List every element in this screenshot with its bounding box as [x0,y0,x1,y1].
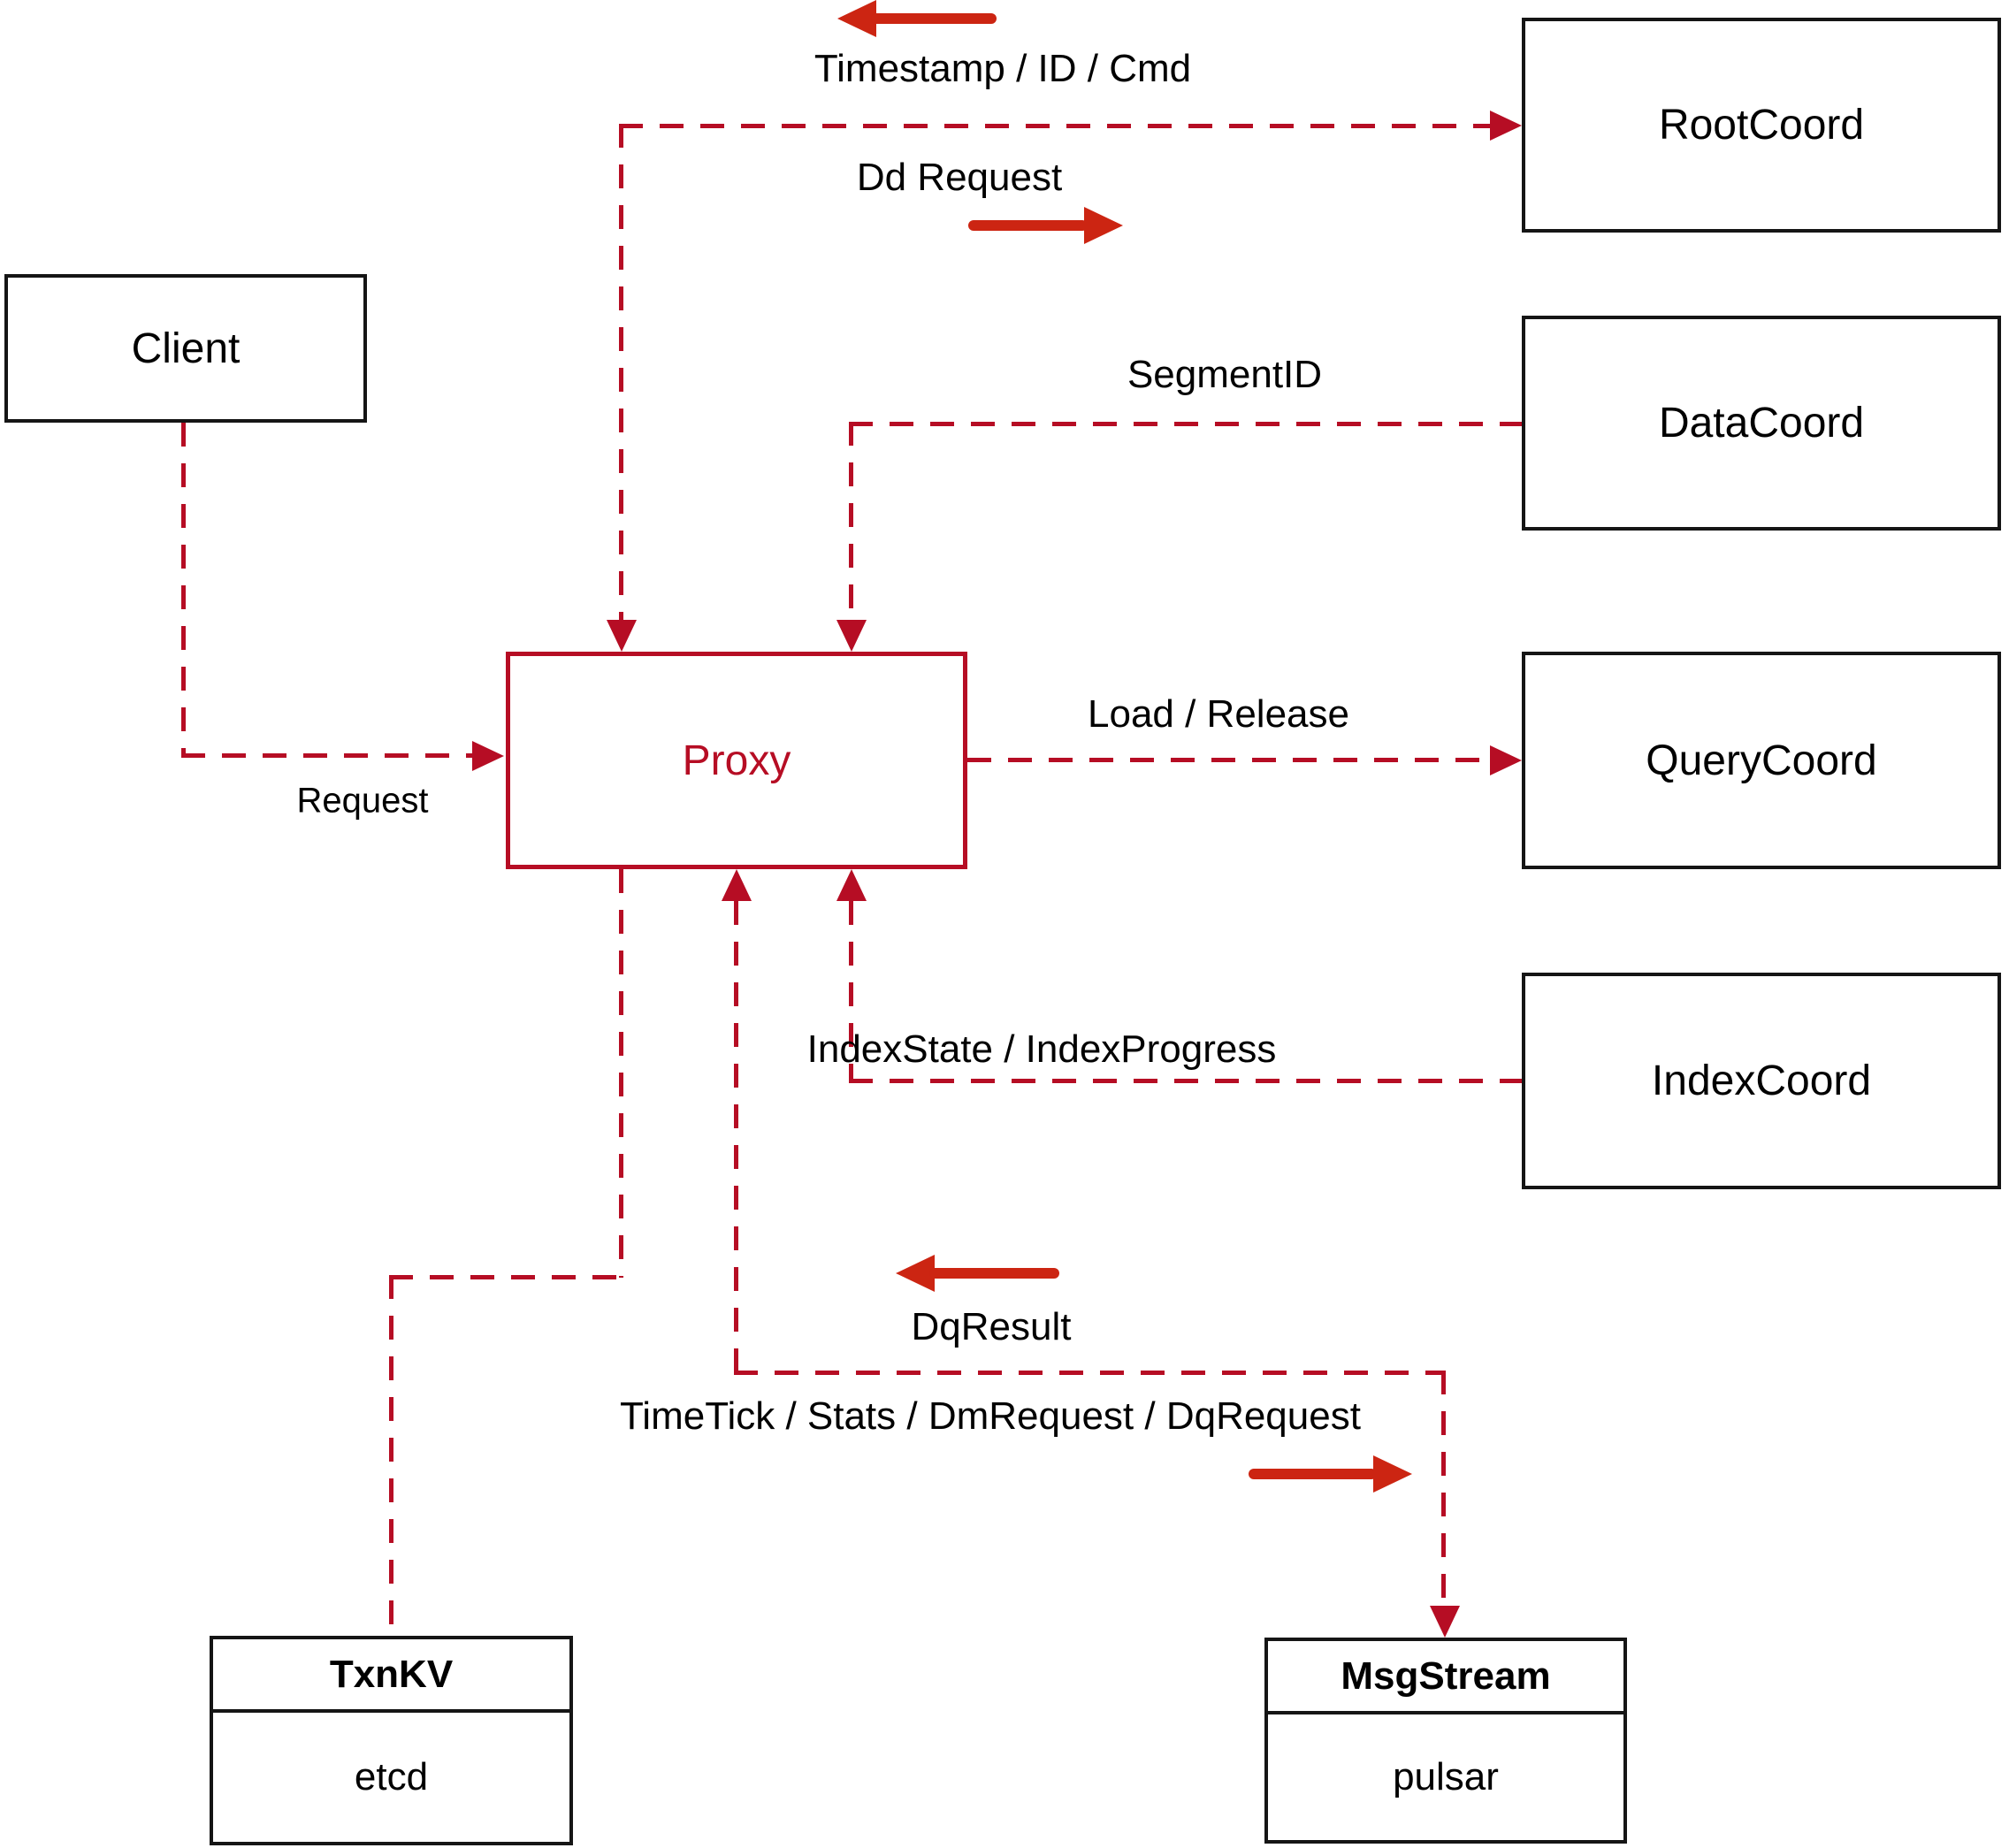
node-querycoord: QueryCoord [1522,652,2001,869]
node-rootcoord: RootCoord [1522,18,2001,233]
edge-proxy-indexcoord-label: IndexState / IndexProgress [806,1027,1277,1071]
edge-proxy-datacoord-arrowhead-icon [836,620,867,652]
edge-proxy-querycoord-label: Load / Release [1088,692,1349,736]
edge-proxy-msgstream-segment-vertical-right [1441,1371,1446,1606]
node-rootcoord-label: RootCoord [1658,102,1865,149]
edge-client-proxy-segment-horizontal [181,753,476,758]
node-txnkv-title: TxnKV [213,1639,569,1713]
msgstream-response-arrow-icon [896,1255,935,1292]
edge-proxy-txnkv-segment-vertical-upper [619,869,623,1278]
node-client: Client [4,274,367,423]
node-msgstream-title: MsgStream [1268,1641,1623,1714]
node-proxy: Proxy [506,652,967,869]
edge-proxy-indexcoord-arrowhead-icon [836,869,867,901]
edge-proxy-datacoord-segment-vertical [849,422,853,620]
edge-proxy-indexcoord-segment-vertical [849,901,853,1081]
node-datacoord: DataCoord [1522,316,2001,531]
msgstream-request-arrow-shaft [1249,1469,1377,1479]
rootcoord-request-arrow-shaft [968,220,1088,231]
edge-proxy-msgstream-segment-vertical-left [734,901,738,1373]
edge-proxy-msgstream-segment-horizontal [734,1371,1444,1375]
node-datacoord-label: DataCoord [1658,400,1865,447]
edge-proxy-msgstream-arrowhead-to-msgstream-icon [1430,1606,1460,1638]
edge-client-proxy-label: Request [296,781,429,821]
edge-proxy-indexcoord-segment-horizontal [849,1079,1522,1083]
node-querycoord-label: QueryCoord [1646,737,1877,784]
edge-proxy-msgstream-response-label: DqResult [911,1305,1072,1348]
node-client-label: Client [131,325,241,372]
edge-proxy-querycoord-arrowhead-icon [1490,745,1522,775]
edge-proxy-rootcoord-arrowhead-to-proxy-icon [607,620,637,652]
edge-proxy-querycoord-segment-horizontal [967,758,1490,762]
edge-client-proxy-arrowhead-icon [472,741,504,771]
rootcoord-response-arrow-shaft [871,13,997,24]
edge-proxy-rootcoord-arrowhead-to-rootcoord-icon [1490,111,1522,141]
node-indexcoord-label: IndexCoord [1651,1058,1872,1104]
node-txnkv: TxnKV etcd [210,1636,573,1845]
edge-proxy-msgstream-arrowhead-to-proxy-icon [722,869,752,901]
node-msgstream-subtitle: pulsar [1393,1755,1499,1798]
edge-proxy-rootcoord-segment-vertical [619,124,623,620]
edge-proxy-txnkv-segment-vertical-lower [389,1275,393,1636]
node-txnkv-subtitle: etcd [354,1755,429,1798]
edge-proxy-rootcoord-segment-horizontal [619,124,1490,128]
edge-client-proxy-segment-vertical [181,423,186,756]
edge-proxy-datacoord-segment-horizontal [849,422,1522,426]
rootcoord-response-arrow-icon [837,0,876,37]
edge-proxy-rootcoord-request-label: Dd Request [856,156,1063,199]
edge-proxy-txnkv-segment-horizontal [389,1275,622,1279]
node-indexcoord: IndexCoord [1522,973,2001,1189]
edge-proxy-msgstream-request-label: TimeTick / Stats / DmRequest / DqRequest [620,1394,1361,1438]
edge-proxy-datacoord-label: SegmentID [1127,353,1323,396]
msgstream-response-arrow-shaft [929,1268,1059,1279]
node-msgstream: MsgStream pulsar [1264,1638,1627,1844]
msgstream-request-arrow-icon [1373,1455,1412,1493]
edge-proxy-rootcoord-response-label: Timestamp / ID / Cmd [814,47,1192,90]
rootcoord-request-arrow-icon [1084,207,1123,244]
node-proxy-label: Proxy [682,737,791,784]
